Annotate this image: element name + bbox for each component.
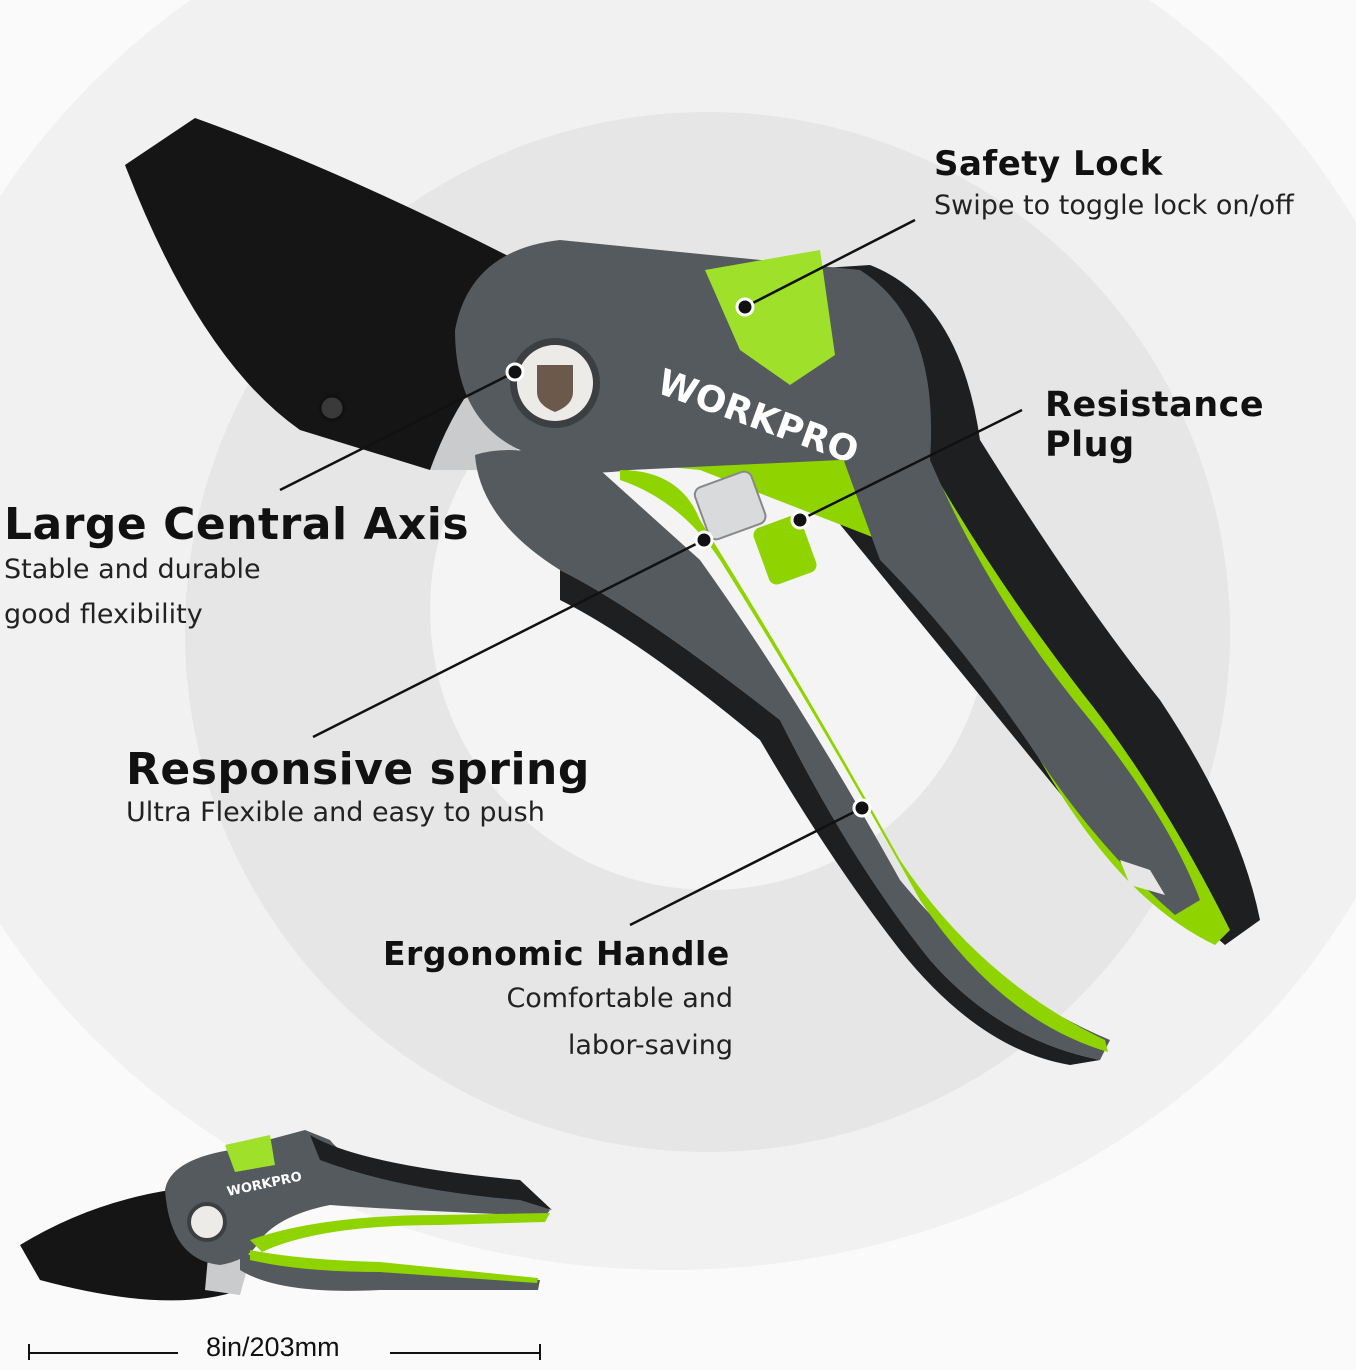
callout-ergonomic-handle: Ergonomic Handle Comfortable and labor-s… bbox=[383, 934, 743, 1061]
pointer-line-central-axis bbox=[279, 370, 516, 492]
pointer-line-ergonomic-handle bbox=[629, 806, 863, 927]
spring-coil bbox=[693, 470, 767, 541]
callout-title: Resistance Plug bbox=[1045, 385, 1265, 465]
dimension-tick-right bbox=[539, 1344, 541, 1360]
hanging-hole bbox=[1120, 860, 1165, 895]
callout-responsive-spring: Responsive spring Ultra Flexible and eas… bbox=[126, 744, 590, 828]
dimension-line-left bbox=[28, 1352, 178, 1354]
pointer-dot-safety-lock bbox=[735, 297, 755, 317]
brand-shield-icon bbox=[537, 365, 573, 412]
callout-title: Large Central Axis bbox=[4, 499, 470, 550]
upper-handle-body bbox=[840, 446, 1200, 915]
callout-description: labor-saving bbox=[567, 1030, 733, 1061]
callout-description: Stable and durable bbox=[4, 554, 261, 585]
callout-title: Safety Lock bbox=[934, 144, 1163, 184]
lower-handle-grip bbox=[560, 570, 1100, 1065]
pointer-line-resistance-plug bbox=[799, 408, 1023, 522]
safety-lock-slider[interactable] bbox=[705, 250, 835, 385]
pointer-dot-ergonomic-handle bbox=[852, 798, 872, 818]
blade-rivet bbox=[318, 394, 346, 422]
dimension-line-right bbox=[390, 1352, 540, 1354]
cutting-blade bbox=[125, 118, 540, 470]
lower-handle-body bbox=[475, 450, 1110, 1060]
dimension-indicator: 8in/203mm bbox=[28, 1330, 543, 1370]
callout-resistance-plug: Resistance Plug bbox=[1045, 385, 1356, 465]
thumbnail-safety-lock bbox=[225, 1135, 275, 1172]
thumbnail-hinge-bolt bbox=[187, 1202, 227, 1242]
callout-description: Swipe to toggle lock on/off bbox=[934, 190, 1294, 221]
pointer-dot-resistance-plug bbox=[790, 510, 810, 530]
resistance-plug bbox=[753, 515, 817, 585]
thumbnail-upper-grip bbox=[310, 1135, 552, 1210]
callout-description: Comfortable and bbox=[506, 983, 733, 1014]
callout-safety-lock: Safety Lock Swipe to toggle lock on/off bbox=[934, 144, 1294, 221]
callout-title: Responsive spring bbox=[126, 744, 590, 795]
pointer-dot-spring bbox=[694, 530, 714, 550]
thumbnail-upper-accent bbox=[250, 1213, 550, 1252]
pointer-line-spring bbox=[312, 538, 705, 739]
dimension-label: 8in/203mm bbox=[206, 1332, 340, 1362]
callout-description: good flexibility bbox=[4, 599, 203, 630]
thumbnail-lower-accent bbox=[250, 1250, 538, 1283]
callout-central-axis: Large Central Axis Stable and durable go… bbox=[4, 499, 469, 630]
thumbnail-head bbox=[165, 1130, 550, 1265]
pointer-dot-central-axis bbox=[505, 362, 525, 382]
callout-description: Ultra Flexible and easy to push bbox=[126, 797, 545, 828]
callout-title: Ergonomic Handle bbox=[383, 934, 730, 973]
pointer-line-safety-lock bbox=[744, 218, 916, 309]
thumbnail-lower-handle bbox=[240, 1250, 540, 1291]
